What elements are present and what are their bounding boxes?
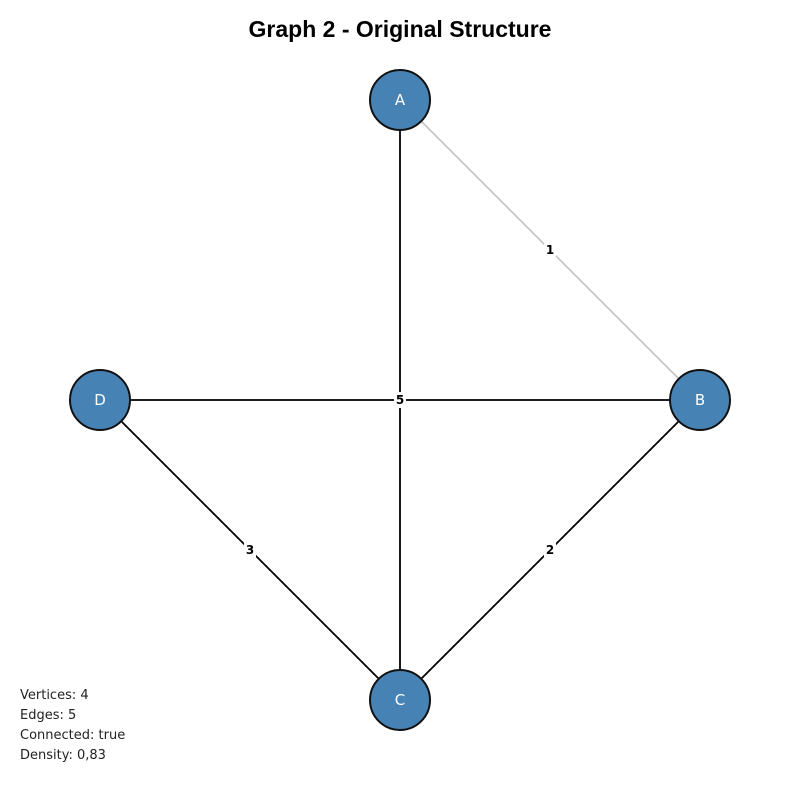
node-D: D (69, 369, 131, 431)
edge-weight-label: 3 (246, 543, 254, 557)
edge-weight-D-C: 3 (244, 542, 256, 558)
node-circle (369, 69, 431, 131)
edge-weight-label: 5 (396, 393, 404, 407)
node-label: C (395, 691, 405, 709)
edge-weight-A-B: 1 (544, 242, 556, 258)
edge-weight-label: 2 (546, 543, 554, 557)
stat-density: Density: 0,83 (20, 748, 106, 763)
node-C: C (369, 669, 431, 731)
node-B: B (669, 369, 731, 431)
nodes-layer: A B C D (69, 69, 731, 731)
edge-weight-B-C: 2 (544, 542, 556, 558)
graph-stats: Vertices: 4 Edges: 5 Connected: true Den… (20, 686, 125, 766)
stat-edges: Edges: 5 (20, 708, 77, 723)
node-A: A (369, 69, 431, 131)
diagram-title: Graph 2 - Original Structure (248, 16, 552, 42)
node-label: B (695, 391, 705, 409)
edge-weight-label: 1 (546, 243, 554, 257)
edge-weight-D-B: 5 (394, 392, 406, 408)
node-circle (669, 369, 731, 431)
node-circle (69, 369, 131, 431)
node-label: A (395, 91, 406, 109)
stat-connected: Connected: true (20, 728, 126, 743)
stat-vertices: Vertices: 4 (20, 688, 89, 703)
node-label: D (94, 391, 106, 409)
node-circle (369, 669, 431, 731)
